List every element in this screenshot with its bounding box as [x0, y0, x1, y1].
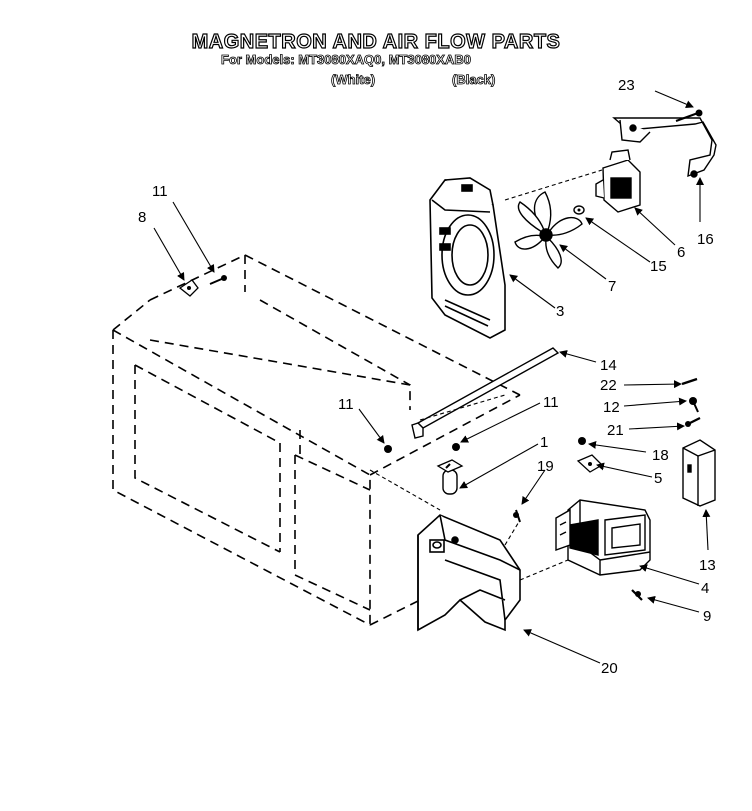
callout-11-top: 11 — [152, 183, 168, 200]
cover — [682, 439, 716, 507]
callout-numbers: 23 16 6 15 7 3 11 8 14 22 12 21 11 11 1 … — [138, 77, 716, 677]
screw-23 — [675, 109, 703, 122]
bracket — [612, 117, 717, 178]
air-duct — [429, 177, 506, 339]
fan-motor — [595, 149, 641, 213]
callout-18: 18 — [652, 447, 669, 464]
callout-8: 8 — [138, 209, 146, 226]
callout-7: 7 — [608, 278, 616, 295]
callout-20: 20 — [601, 660, 618, 677]
model-color-black: (Black) — [452, 72, 496, 88]
page-title: MAGNETRON AND AIR FLOW PARTS — [191, 30, 561, 53]
callout-11-right: 11 — [543, 394, 559, 411]
callout-16: 16 — [697, 231, 714, 248]
callout-12: 12 — [603, 399, 620, 416]
washer-15 — [573, 205, 585, 215]
callout-19: 19 — [537, 458, 554, 475]
model-color-white: (White) — [331, 72, 376, 88]
magnetron — [555, 499, 651, 576]
small-parts — [178, 275, 701, 601]
callout-15: 15 — [650, 258, 667, 275]
callout-13: 13 — [699, 557, 716, 574]
duct-strip — [411, 347, 560, 439]
cabinet-outline — [112, 254, 521, 626]
callout-5: 5 — [654, 470, 662, 487]
callout-11-mid: 11 — [338, 396, 354, 413]
callout-1: 1 — [540, 434, 548, 451]
air-guide — [417, 514, 521, 632]
callout-3: 3 — [556, 303, 564, 320]
callout-6: 6 — [677, 244, 685, 261]
models-line: For Models: MT3080XAQ0, MT3080XAB0 — [221, 52, 472, 68]
fan-blade — [514, 191, 583, 269]
callout-23: 23 — [618, 77, 635, 94]
callout-9: 9 — [703, 608, 711, 625]
callout-21: 21 — [607, 422, 624, 439]
callout-14: 14 — [600, 357, 617, 374]
callout-22: 22 — [600, 377, 617, 394]
callout-4: 4 — [701, 580, 709, 597]
leader-lines — [153, 90, 711, 664]
